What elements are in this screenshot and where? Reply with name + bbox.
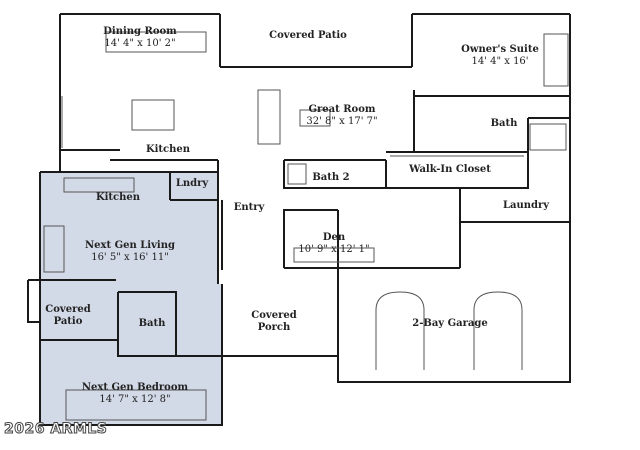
- ng-living-sofa: [43, 225, 65, 273]
- room-name: Den: [322, 232, 346, 243]
- copyright-watermark: 2026 ARMLS: [3, 421, 108, 438]
- room-dims: 10' 9" x 12' 1": [298, 244, 370, 255]
- room-name: Bath 2: [312, 172, 350, 183]
- room-name: Walk-In Closet: [409, 164, 491, 175]
- bath-ng-label: Bath: [130, 318, 174, 330]
- bath2-label: Bath 2: [306, 172, 356, 184]
- kitchen-ng-label: Kitchen: [88, 192, 148, 204]
- ng-kitchen-counter: [63, 177, 135, 193]
- owners-bed: [543, 33, 569, 87]
- covered-porch-label: Covered Porch: [240, 298, 308, 346]
- wall-ng-patio: [27, 280, 40, 323]
- room-name: 2-Bay Garage: [412, 318, 488, 329]
- room-name: Owner's Suite: [461, 44, 539, 55]
- bath2-tub: [287, 163, 307, 185]
- den-label: Den 10' 9" x 12' 1": [294, 232, 374, 256]
- laundry-label: Laundry: [494, 200, 558, 212]
- owner-tub: [529, 123, 567, 151]
- wall-walkin: [386, 151, 529, 189]
- room-name: Dining Room: [103, 26, 177, 37]
- room-name: Great Room: [308, 104, 376, 115]
- room-name: Lndry: [175, 178, 209, 189]
- room-name: Entry: [233, 202, 265, 213]
- ng-bed: [65, 389, 207, 421]
- kitchen-main-label: Kitchen: [138, 144, 198, 156]
- garage-label: 2-Bay Garage: [400, 318, 500, 330]
- kitchen-island: [131, 99, 175, 131]
- room-name: Bath: [490, 118, 518, 129]
- room-dims: 14' 4" x 16': [471, 56, 529, 67]
- room-name: Kitchen: [95, 192, 141, 203]
- wall-bath2: [283, 160, 387, 189]
- covered-patio-top-label: Covered Patio: [258, 30, 358, 42]
- great-room-table: [299, 109, 331, 127]
- room-name: Next Gen Bedroom: [81, 382, 189, 393]
- dining-room-label: Dining Room 14' 4" x 10' 2": [96, 26, 184, 50]
- great-room-label: Great Room 32' 8" x 17' 7": [290, 104, 394, 128]
- next-gen-suite-area: [40, 172, 222, 425]
- room-name: Kitchen: [145, 144, 191, 155]
- room-name: Bath: [138, 318, 166, 329]
- room-dims: 14' 4" x 10' 2": [104, 38, 176, 49]
- room-name: Laundry: [502, 200, 550, 211]
- room-dims: 14' 7" x 12' 8": [99, 394, 171, 405]
- lndry-label: Lndry: [170, 178, 214, 190]
- room-dims: 32' 8" x 17' 7": [306, 116, 378, 127]
- next-gen-living-label: Next Gen Living 16' 5" x 16' 11": [70, 240, 190, 264]
- entry-label: Entry: [226, 202, 272, 214]
- owner-bath-label: Bath: [484, 118, 524, 130]
- garage-car-right: [473, 291, 523, 370]
- wall-garage: [337, 222, 571, 383]
- owners-suite-label: Owner's Suite 14' 4" x 16': [448, 44, 552, 68]
- den-sofa: [293, 247, 375, 263]
- room-name: Next Gen Living: [85, 240, 175, 251]
- great-room-sofa: [257, 89, 281, 145]
- room-dims: 16' 5" x 16' 11": [91, 252, 169, 263]
- walk-in-closet-label: Walk-In Closet: [402, 164, 498, 176]
- wall-nextgen-outer: [39, 172, 223, 426]
- room-name: Covered Patio: [269, 30, 347, 41]
- garage-car-left: [375, 291, 425, 370]
- covered-patio-left-label: Covered Patio: [34, 292, 102, 340]
- dining-table: [105, 31, 207, 53]
- next-gen-bedroom-label: Next Gen Bedroom 14' 7" x 12' 8": [70, 382, 200, 406]
- room-name: Covered Porch: [251, 310, 297, 333]
- room-name: Covered Patio: [45, 304, 91, 327]
- wall-den: [283, 209, 338, 268]
